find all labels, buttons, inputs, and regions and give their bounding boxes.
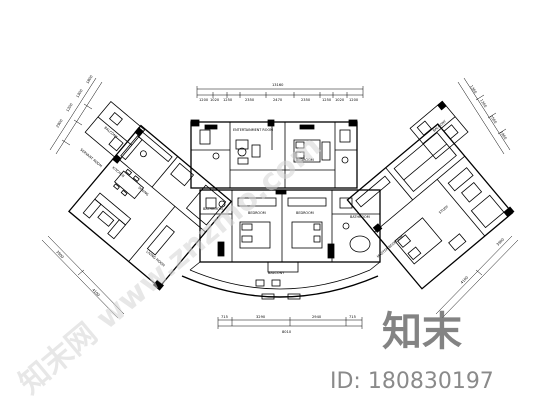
dim-bottom-total: 8010 — [282, 330, 292, 334]
watermark-diagonal-text: 知末网 www.znzmo.com — [13, 129, 328, 402]
left-annex — [84, 101, 146, 162]
dim-bottom-seg-2: 3290 — [256, 315, 266, 319]
watermark-id-text: ID: 180830197 — [330, 369, 494, 394]
room-label-study: STUDY — [438, 204, 450, 215]
dimension-side-right — [435, 235, 519, 319]
room-label-kitchen: KITCHEN — [111, 166, 125, 179]
room-label-bedroom-top: BEDROOM — [296, 158, 314, 162]
dimension-top — [196, 86, 364, 98]
dim-side-left-2: 4100 — [91, 288, 101, 298]
dim-top-seg-6: 2350 — [301, 98, 311, 102]
dim-side-left-1: 3900 — [55, 250, 65, 260]
room-label-bedroom-mid-left: BEDROOM — [248, 211, 266, 215]
dim-right-diag-3: 2500 — [489, 114, 498, 124]
right-annex — [409, 100, 469, 160]
right-wing — [346, 123, 515, 290]
dimension-left-diagonal — [49, 77, 103, 155]
room-label-bathroom-right: BATHROOM — [350, 215, 370, 219]
dim-top-seg-8: 1020 — [335, 98, 345, 102]
room-label-servant-room: SERVANT ROOM — [79, 148, 102, 169]
dim-bottom-seg-1: 715 — [221, 315, 228, 319]
dim-top-seg-2: 1020 — [210, 98, 220, 102]
dim-top-total: 13160 — [272, 83, 284, 87]
watermark-logo-text: 知末 — [382, 309, 462, 355]
dim-top-seg-5: 2470 — [273, 98, 283, 102]
dim-right-diag-2: 1200 — [479, 98, 488, 108]
room-label-balcony-bottom: BALCONY — [268, 271, 285, 275]
room-label-bedroom-mid-right: BEDROOM — [296, 211, 314, 215]
dim-bottom-seg-4: 715 — [349, 315, 356, 319]
top-central-block — [190, 119, 358, 189]
dim-left-diag-3: 1300 — [75, 88, 84, 98]
room-label-bathroom-left: BATHROOM — [203, 207, 223, 211]
dim-left-diag-2: 1200 — [65, 102, 74, 112]
dimension-right-diagonal — [457, 77, 511, 155]
dim-top-seg-1: 1200 — [199, 98, 209, 102]
dim-bottom-seg-3: 2940 — [312, 315, 322, 319]
dim-side-right-2: 4100 — [460, 275, 470, 285]
room-label-balcony-top-right: BALCONY — [432, 119, 448, 133]
dim-left-diag-1: 2900 — [55, 118, 64, 128]
dim-left-diag-4: 1800 — [85, 74, 94, 84]
dim-right-diag-4: 1900 — [499, 130, 508, 140]
room-label-entertainment-room: ENTERTAINMENT ROOM — [233, 128, 273, 132]
dim-top-seg-4: 2350 — [245, 98, 255, 102]
dim-side-right-1: 3900 — [496, 237, 506, 247]
dim-right-diag-1: 1300 — [469, 84, 478, 94]
dimension-bottom — [217, 317, 363, 329]
dim-top-seg-9: 1200 — [349, 98, 359, 102]
dim-top-seg-7: 1250 — [322, 98, 332, 102]
dimension-side-left — [41, 235, 125, 319]
dim-top-seg-3: 1250 — [223, 98, 233, 102]
room-label-dining: DINING — [137, 186, 149, 197]
bottom-balcony — [181, 261, 381, 300]
